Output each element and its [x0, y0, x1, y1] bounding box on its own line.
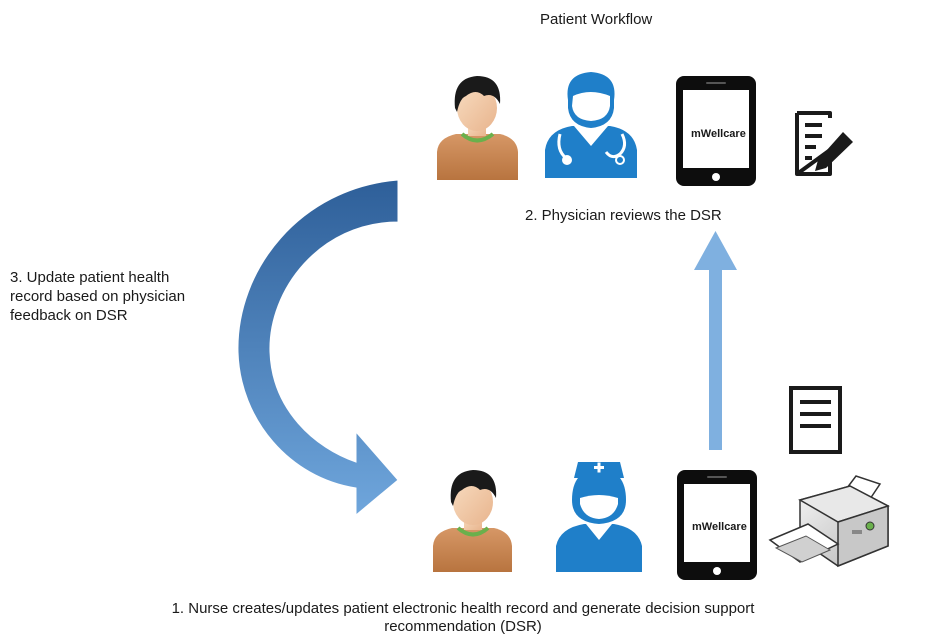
step2-label: 2. Physician reviews the DSR: [525, 207, 722, 224]
document-icon: [789, 386, 842, 454]
printer-icon: [768, 475, 890, 568]
document-edit-icon: [795, 111, 853, 176]
step1-line2: recommendation (DSR): [384, 618, 542, 635]
up-arrow: [694, 231, 737, 450]
diagram-title: Patient Workflow: [540, 11, 653, 28]
step3-line1: 3. Update patient health: [10, 269, 170, 286]
step3-label: 3. Update patient health record based on…: [10, 268, 185, 325]
patient-icon-bottom: [433, 470, 512, 572]
step3-line2: record based on physician: [10, 288, 186, 305]
tablet-top: [676, 76, 756, 186]
tablet-label-top: mWellcare: [691, 128, 746, 140]
curved-arrow: [237, 179, 399, 517]
tablet-label-bottom: mWellcare: [692, 521, 747, 533]
tablet-bottom: [677, 470, 757, 580]
step1-line1: 1. Nurse creates/updates patient electro…: [171, 600, 755, 617]
patient-icon: [437, 76, 518, 180]
step1-label: 1. Nurse creates/updates patient electro…: [0, 600, 926, 636]
physician-icon: [545, 72, 637, 178]
nurse-icon: [556, 462, 642, 572]
step3-line3: feedback on DSR: [10, 307, 128, 324]
